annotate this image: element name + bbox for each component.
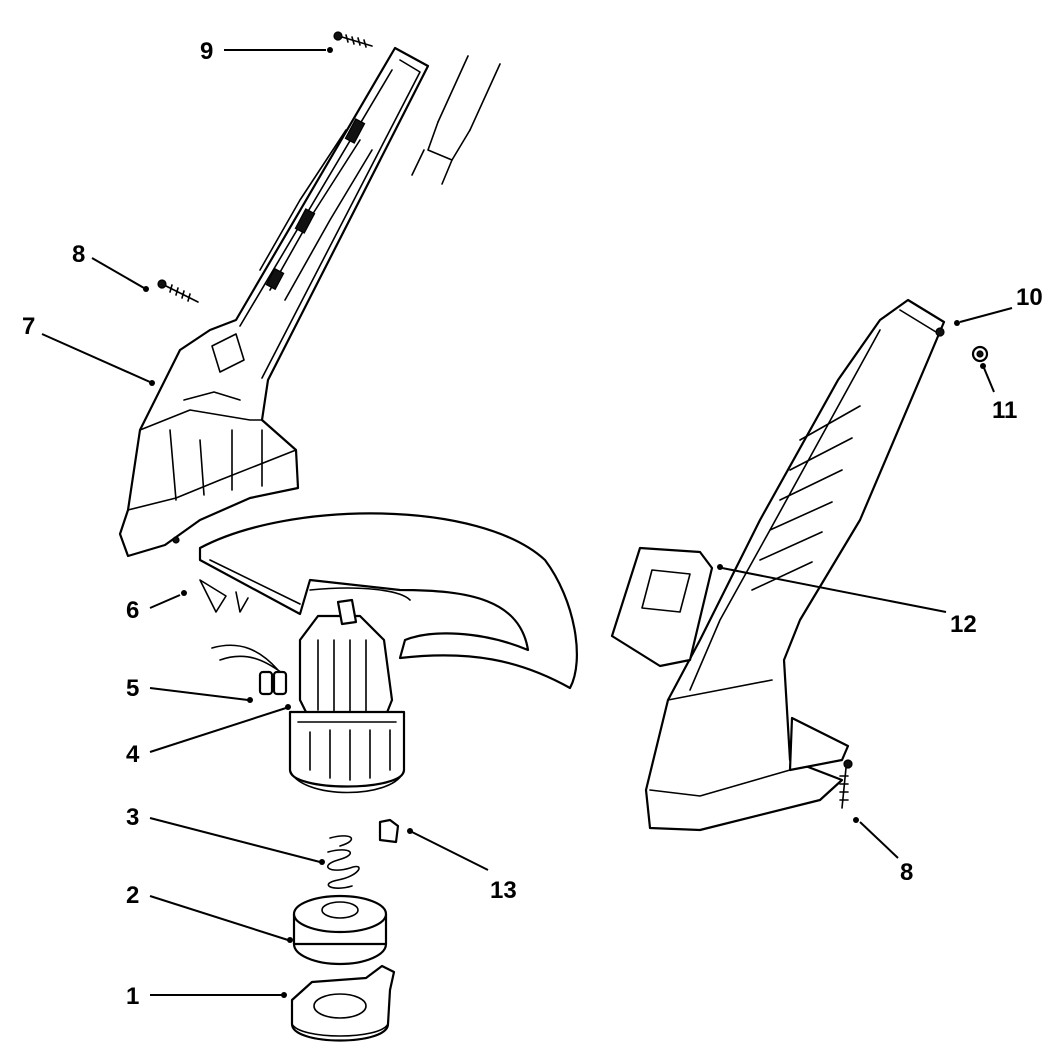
guard (172, 512, 578, 690)
callout-9: 9 (200, 38, 213, 65)
callout-3: 3 (126, 804, 139, 831)
shaft-tube (411, 55, 501, 185)
motor (288, 598, 406, 794)
callout-1: 1 (126, 983, 139, 1010)
callout-2: 2 (126, 882, 139, 909)
callout-8-right: 8 (900, 859, 913, 886)
right-housing-half (644, 298, 946, 832)
callout-13: 13 (490, 877, 517, 904)
spool (292, 894, 388, 966)
screw-right (839, 759, 853, 809)
callout-labels: 1 2 3 4 5 6 7 8 8 9 10 11 12 13 (22, 38, 1043, 1010)
clip (378, 818, 400, 844)
trigger-switch (610, 546, 714, 668)
callout-6: 6 (126, 597, 139, 624)
spool-cap (290, 964, 396, 1042)
callout-8-left: 8 (72, 241, 85, 268)
screw-left (157, 279, 199, 303)
callout-7: 7 (22, 313, 35, 340)
spring (326, 835, 360, 889)
callout-5: 5 (126, 675, 139, 702)
wire-connectors (211, 644, 288, 696)
nut (935, 327, 989, 363)
callout-10: 10 (1016, 284, 1043, 311)
screw-top (333, 31, 373, 48)
callout-12: 12 (950, 611, 977, 638)
leader-lines (41, 47, 1013, 998)
callout-4: 4 (126, 741, 140, 768)
callout-11: 11 (992, 397, 1017, 424)
left-housing-half (118, 46, 430, 558)
